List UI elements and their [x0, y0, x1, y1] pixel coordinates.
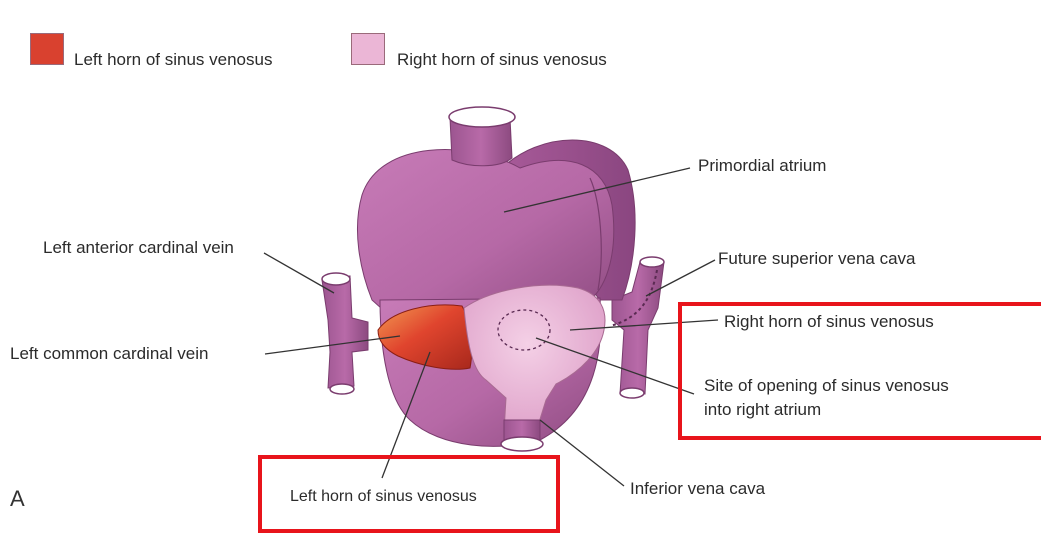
label-left-common-cardinal-vein: Left common cardinal vein: [10, 344, 208, 364]
label-primordial-atrium: Primordial atrium: [698, 156, 826, 176]
outflow-tube-shape: [449, 107, 515, 166]
label-left-anterior-cardinal-vein: Left anterior cardinal vein: [43, 238, 234, 258]
label-future-superior-vena-cava: Future superior vena cava: [718, 249, 916, 269]
inferior-vena-cava-shape: [501, 420, 543, 451]
highlight-box-right: [678, 302, 1041, 440]
panel-letter: A: [10, 486, 25, 512]
highlight-box-bottom: [258, 455, 560, 533]
label-inferior-vena-cava: Inferior vena cava: [630, 479, 765, 499]
left-anterior-cardinal-vein-shape: [322, 273, 368, 394]
